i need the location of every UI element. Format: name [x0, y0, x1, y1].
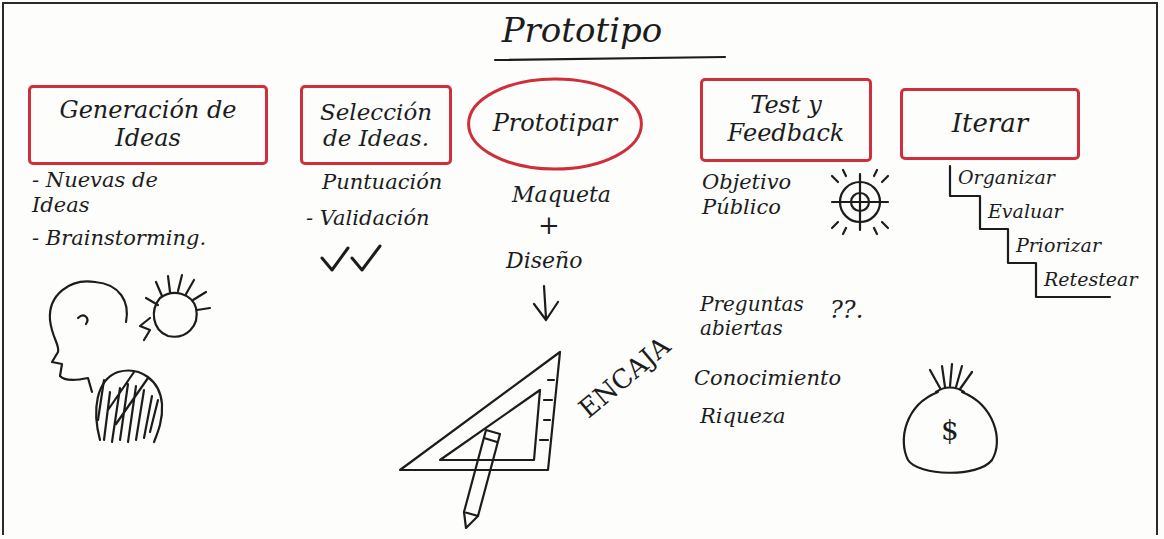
note: Maqueta	[512, 182, 611, 208]
heads-sketch	[50, 275, 210, 442]
hair-strands	[98, 372, 158, 442]
title-underline	[495, 57, 725, 60]
step-label: Priorizar	[1016, 234, 1101, 257]
crosshair	[832, 174, 888, 230]
pencil-body	[464, 430, 500, 516]
note: - Validación	[306, 206, 430, 231]
note: Conocimiento	[694, 366, 841, 391]
hair-head	[96, 371, 162, 442]
bag-tuft	[930, 364, 972, 389]
question-marks: ??.	[830, 296, 863, 325]
pencil-tip	[464, 512, 478, 528]
spiky-mouth	[140, 318, 150, 340]
check-mark	[322, 248, 348, 270]
board-title: Prototipo	[0, 10, 1164, 51]
note: Riqueza	[700, 404, 786, 429]
step-label: Retestear	[1044, 268, 1137, 291]
check-mark	[352, 246, 380, 270]
step-label: Organizar	[958, 166, 1055, 189]
profile-head	[95, 282, 127, 322]
stage-label: Generación de Ideas	[38, 97, 258, 152]
pencil-band	[484, 438, 497, 442]
note: Puntuación	[322, 170, 442, 195]
stage-box: Iterar	[900, 88, 1080, 160]
note: - Brainstorming.	[32, 226, 206, 251]
arrow-shaft	[534, 286, 558, 320]
plus-sign: +	[538, 210, 560, 241]
note: - Nuevas de Ideas	[32, 168, 182, 218]
stage-box: Test y Feedback	[700, 78, 872, 162]
stage-label: Selección de Ideas.	[310, 99, 442, 152]
stage-label: Test y Feedback	[710, 92, 862, 147]
profile-head	[50, 281, 95, 392]
target-rays	[832, 170, 888, 234]
stage-box: Generación de Ideas	[28, 85, 268, 165]
stage-circle: Prototipar	[465, 76, 645, 172]
set-square-inner	[440, 390, 540, 460]
spiky-head	[154, 293, 197, 337]
step-label: Evaluar	[988, 200, 1063, 223]
dollar-sign: $	[941, 414, 959, 448]
ruler-ticks	[540, 380, 554, 440]
note: Objetivo Público	[702, 170, 822, 220]
check-marks	[322, 246, 380, 270]
stage-box: Selección de Ideas.	[300, 85, 452, 165]
pencil	[464, 430, 500, 528]
money-bag	[904, 364, 997, 473]
spiky-hair	[146, 275, 210, 310]
target-symbol	[832, 170, 888, 234]
note: Preguntas abiertas	[700, 292, 820, 340]
stage-label: Prototipar	[493, 110, 618, 138]
profile-ear	[78, 316, 87, 324]
fit-word: ENCAJA	[573, 330, 677, 424]
bag-body	[904, 392, 997, 473]
down-arrow	[534, 286, 558, 320]
stage-label: Iterar	[952, 109, 1028, 139]
note: Diseño	[506, 248, 582, 274]
circle-outline	[469, 79, 642, 169]
